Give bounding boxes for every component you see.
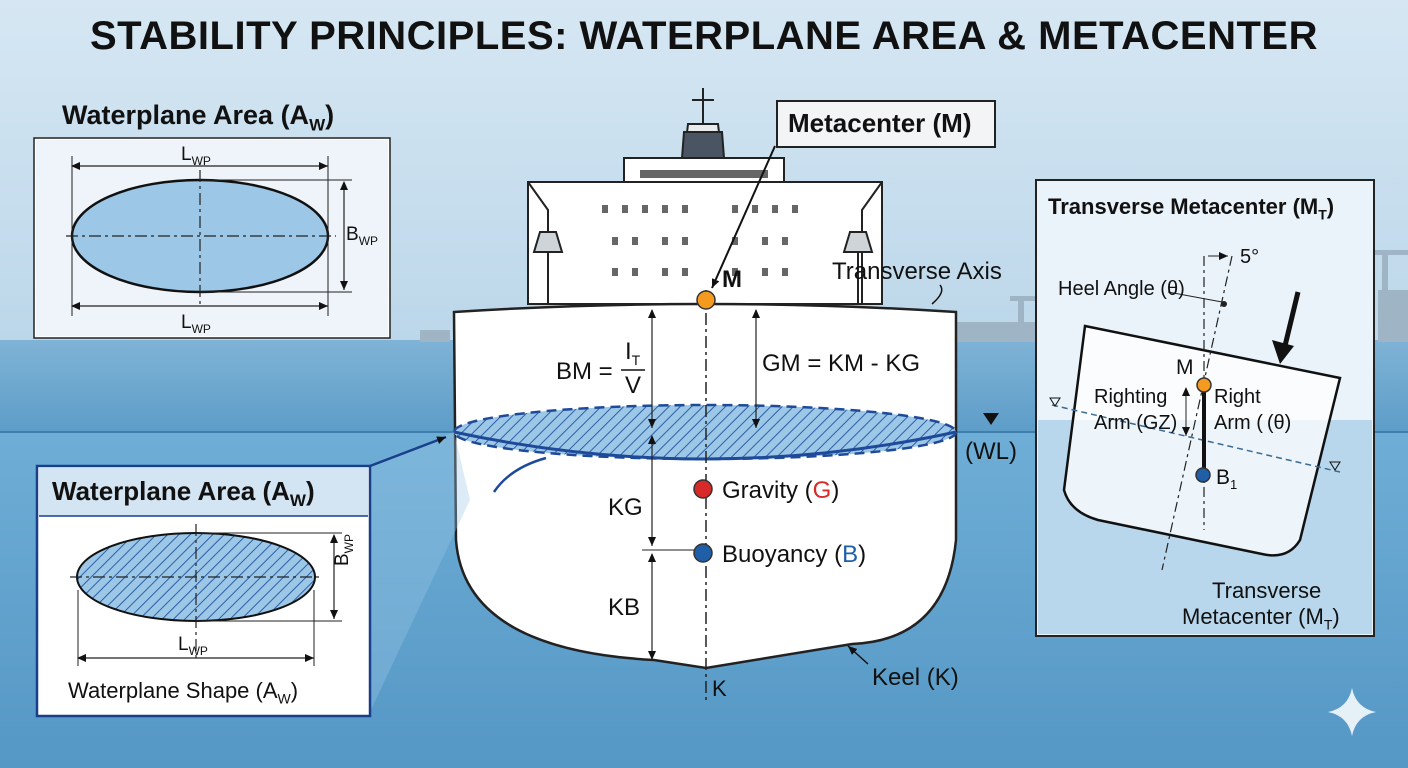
top-left-bwp-text: B [346,224,359,245]
top-left-bwp-sub: WP [358,233,379,248]
bm-num-text: I [625,338,632,365]
gravity-letter: G [812,477,832,504]
top-left-heading: Waterplane Area (AW) [62,100,335,135]
right-panel-heading-text: Transverse Metacenter (M [1048,194,1319,219]
kb-label: KB [608,594,641,621]
heel-leader-dot [1221,301,1227,307]
b1-label: B1 [1216,466,1237,492]
buoyancy-label: Buoyancy (B) [722,541,866,569]
heel-angle-value: 5° [1240,246,1260,268]
righting-arm-label-2: Arm (GZ) [1094,412,1178,434]
gravity-text: Gravity ( [722,477,813,504]
keel-k-label: K [712,676,727,701]
right-panel-caption-1: Transverse [1212,578,1322,603]
bottom-left-heading: Waterplane Area (AW) [52,476,315,511]
keel-label: Keel (K) [872,664,959,691]
metacenter-callout-label: Metacenter (M) [788,108,972,138]
gravity-point [693,479,713,499]
right-panel-caption-2: Metacenter (MT) [1182,604,1340,633]
right-panel-metacenter-point [1196,377,1212,393]
top-left-lwp-top-text: L [181,144,192,165]
heel-force-arrowhead [1272,340,1294,364]
metacenter-callout [776,100,996,148]
bottom-left-caption-sub: W [277,690,291,707]
bottom-left-lwp-text: L [178,634,189,655]
inset-connector-fill [368,432,470,716]
ship-waterplane-ellipse [452,403,958,461]
bm-formula-denominator: V [625,372,642,399]
b1-sub: 1 [1230,477,1238,493]
gravity-close: ) [831,477,840,504]
bottom-left-bwp-sub: WP [341,533,356,554]
bottom-left-heading-sub: W [289,491,306,511]
top-left-bwp-label: BWP [346,224,378,248]
buoyancy-text: Buoyancy ( [722,541,843,568]
transverse-axis-leader [931,284,943,305]
inclined-centerline [1161,255,1233,571]
waterline-marker-right [1329,461,1341,471]
waterplane-front-edge [453,430,957,461]
bottom-left-lwp-sub: WP [188,643,208,658]
bm-formula-lhs: BM = [556,358,613,385]
right-panel-caption-2-sub: T [1323,616,1333,633]
buoyancy-letter: B [842,541,859,568]
waterline-marker-left [1049,397,1061,407]
b1-text: B [1216,466,1231,489]
metacenter-point [696,290,716,310]
inset-connector-line [369,435,447,468]
bottom-left-heading-text: Waterplane Area (A [52,476,290,506]
top-left-lwp-top-label: LWP [181,144,211,168]
wl-label: (WL) [965,438,1017,465]
right-arm-label-2: Arm ( (θ) [1214,412,1292,434]
bm-formula-numerator: IT [625,338,640,368]
top-left-heading-sub: W [309,115,326,135]
distant-port [420,250,1408,342]
heel-label-leader [1167,291,1223,303]
top-left-lwp-bottom-text: L [181,312,192,333]
right-panel-b1-point [1195,467,1211,483]
keel-leader [847,645,869,665]
bridge-windows [602,170,798,276]
gm-formula: GM = KM - KG [762,350,921,377]
bottom-left-caption: Waterplane Shape (AW) [68,678,299,707]
buoyancy-point [693,543,713,563]
top-left-lwp-bottom-label: LWP [181,312,211,336]
bottom-left-caption-text: Waterplane Shape (A [68,678,278,703]
transverse-axis-label: Transverse Axis [832,258,1002,285]
page-title: STABILITY PRINCIPLES: WATERPLANE AREA & … [90,14,1318,58]
sparkle-icon [1328,688,1376,736]
bottom-left-bwp-label: BWP [332,534,356,566]
top-left-heading-text: Waterplane Area (A [62,100,310,130]
right-panel-m-label: M [1176,356,1194,379]
kg-label: KG [608,494,643,521]
waterline-marker [983,413,999,425]
gravity-label: Gravity (G) [722,477,839,505]
ship-superstructure [527,88,883,305]
top-left-lwp-top-sub: WP [191,153,211,168]
lifeboat-davits [532,231,874,304]
bm-num-sub: T [631,351,641,368]
waterplane-shadow-curve [492,456,547,493]
righting-arm-label-1: Righting [1094,386,1168,408]
right-panel-heading: Transverse Metacenter (MT) [1048,194,1335,223]
right-arm-label-1: Right [1214,386,1261,408]
bottom-left-bwp-text: B [332,553,353,566]
buoyancy-close: ) [858,541,867,568]
bottom-left-lwp-label: LWP [178,634,208,658]
heel-angle-label: Heel Angle (θ) [1058,278,1185,300]
heel-force-arrow [1281,291,1301,351]
top-left-lwp-bottom-sub: WP [191,321,211,336]
bottom-left-header-bar [39,468,368,516]
right-panel-heading-sub: T [1318,206,1327,223]
ship-m-label: M [722,266,742,293]
right-panel-caption-2-text: Metacenter (M [1182,604,1324,629]
metacenter-callout-arrow [711,145,776,289]
